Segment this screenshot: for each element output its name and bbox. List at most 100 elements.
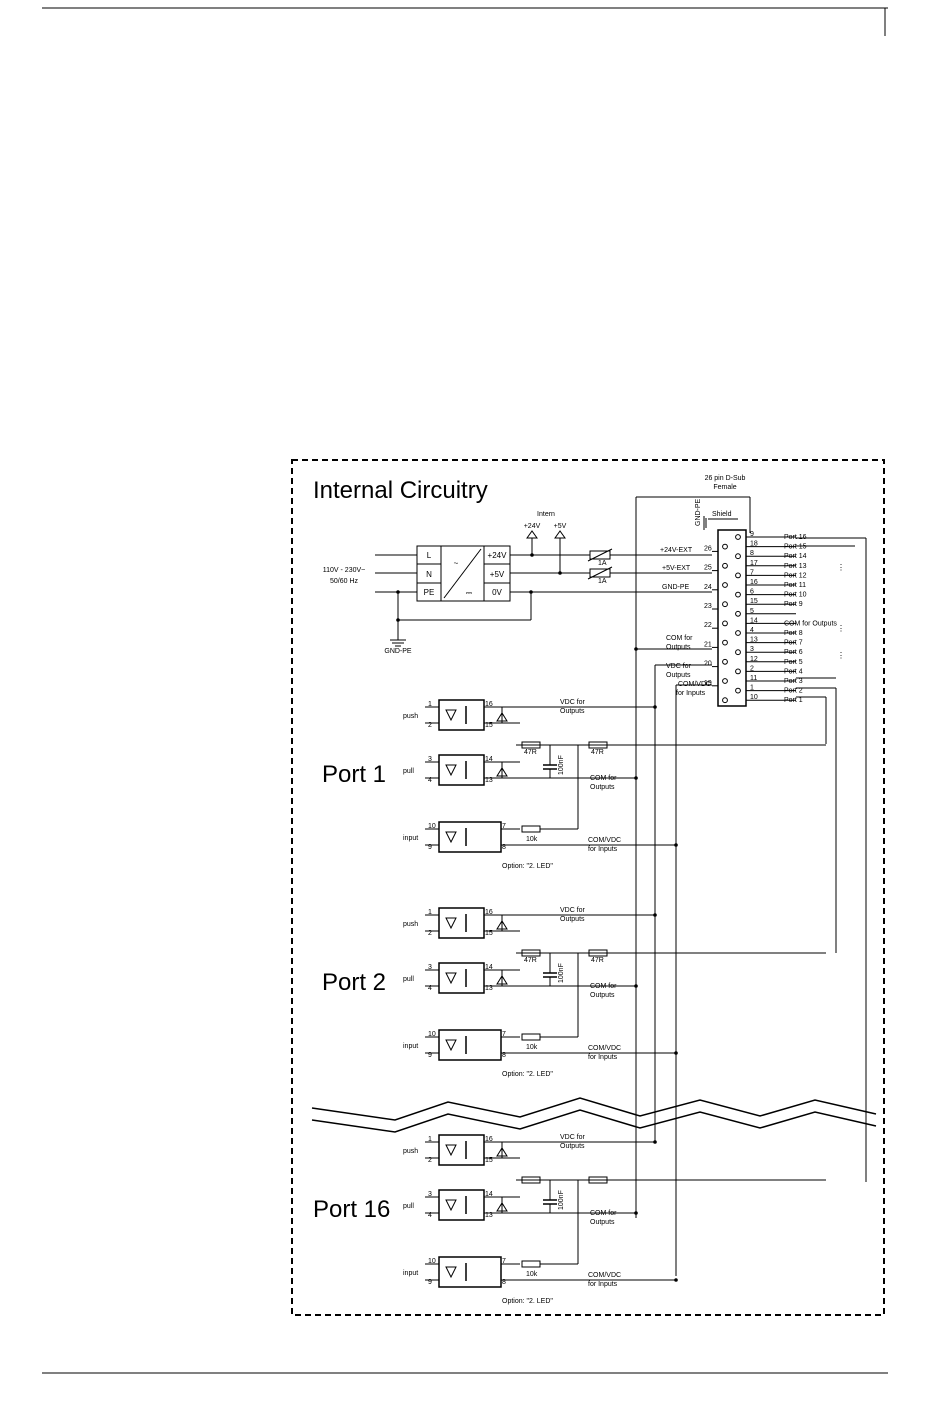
net-ext24: +24V-EXT [660,547,693,554]
opto-label: pull [403,768,414,775]
pin-label: 10 [428,823,436,830]
led-icon [445,709,457,722]
pin-label: Port 13 [784,563,807,570]
pin-label: 2 [428,1157,432,1164]
pin-label: Port 3 [784,678,803,685]
rin-value: 10k [526,1044,538,1051]
node [653,1140,657,1144]
net-comvdc-1: COM/VDC [588,837,621,844]
net-vdc-2: Outputs [560,708,585,715]
node [674,1278,678,1282]
cap-value: 100nF [558,1190,565,1210]
pin-contact [735,649,741,656]
resistor-icon [521,1176,541,1184]
pin-number: 7 [750,569,754,576]
pin-label: 14 [485,1191,493,1198]
r2-value: 47R [591,749,604,756]
pin-label: 7 [502,1258,506,1265]
conn-comvdc-2: for Inputs [676,690,706,697]
diagram-title: Internal Circuitry [313,477,488,504]
break-line-2 [311,1109,877,1133]
pin-contact [722,678,728,684]
opto-coupler [438,1134,485,1166]
pin-number: 3 [750,646,754,653]
pin-contact [735,553,741,560]
opto-label: input [403,835,418,842]
fuse-24-rating: 1A [598,560,607,567]
pin-contact [735,534,741,540]
psu-PE: PE [424,588,435,597]
pin-label: Port 2 [784,688,803,695]
pin-label: 13 [485,777,493,784]
resistor-icon [521,949,541,957]
led-icon [445,1266,457,1279]
opto-label: push [403,713,418,720]
gnd-pe-rotated: GND-PE [695,498,702,526]
pin-label: Port 15 [784,544,807,551]
rin-value: 10k [526,836,538,843]
pin-label: 16 [485,909,493,916]
resistor-icon [521,825,541,833]
psu-5: +5V [490,570,505,579]
port-name: Port 1 [322,761,386,788]
pin-label: 9 [428,844,432,851]
opto-label: push [403,1148,418,1155]
pin-number: 6 [750,589,754,596]
pin-number-left: 23 [704,603,712,610]
conn-com-1: COM for [666,635,693,642]
psu-0: 0V [492,588,502,597]
power-supply: ~ ⎓ L N PE +24V +5V 0V 110V - 230V~ 50/6… [323,511,712,655]
led-icon [445,764,457,777]
node [653,913,657,917]
pin-label: 4 [428,985,432,992]
node [634,776,638,780]
pin-label: 16 [485,1136,493,1143]
mains-label-2: 50/60 Hz [330,578,359,585]
pin-contact [722,620,728,627]
port-name: Port 2 [322,969,386,996]
pin-label: 8 [502,1052,506,1059]
opto-coupler [438,1256,502,1288]
net-vdc-1: VDC for [560,907,586,914]
pin-contact [735,630,741,636]
pin-label: 9 [428,1279,432,1286]
pin-label: 8 [502,1279,506,1286]
pin-label: Port 9 [784,601,803,608]
psu-24: +24V [488,551,508,560]
port-name: Port 16 [313,1196,390,1223]
dots-3: ⋮ [837,651,845,660]
enclosure-border [291,459,885,1316]
option-label: Option: "2. LED" [502,1071,553,1078]
arrow-24 [526,530,538,539]
led-icon [445,972,457,985]
opto-label: input [403,1270,418,1277]
pin-number: 2 [750,665,754,672]
net-com-1: COM for [590,983,617,990]
pin-contact [735,610,741,617]
psu-diag [443,548,482,599]
break-line-1 [311,1097,877,1121]
cap-value: 100nF [558,755,565,775]
fuse5-slash [587,566,613,580]
conn-vdc-2: Outputs [666,672,691,679]
option-label: Option: "2. LED" [502,1298,553,1305]
resistor-icon [521,1260,541,1268]
pin-number: 16 [750,579,758,586]
node [674,843,678,847]
opto-label: pull [403,976,414,983]
pin-label: 15 [485,930,493,937]
pin-number: 5 [750,608,754,615]
pin-number-left: 25 [704,565,712,572]
dc-icon: ⎓ [466,588,473,597]
net-comvdc-2: for Inputs [588,1054,618,1061]
net-ext5: +5V-EXT [662,565,691,572]
pin-label: COM for Outputs [784,620,837,627]
pin-number: 12 [750,656,758,663]
pin-number: 10 [750,694,758,701]
pin-number: 4 [750,627,754,634]
pin-label: 16 [485,701,493,708]
pin-label: 7 [502,823,506,830]
net-gndpe: GND-PE [662,584,690,591]
